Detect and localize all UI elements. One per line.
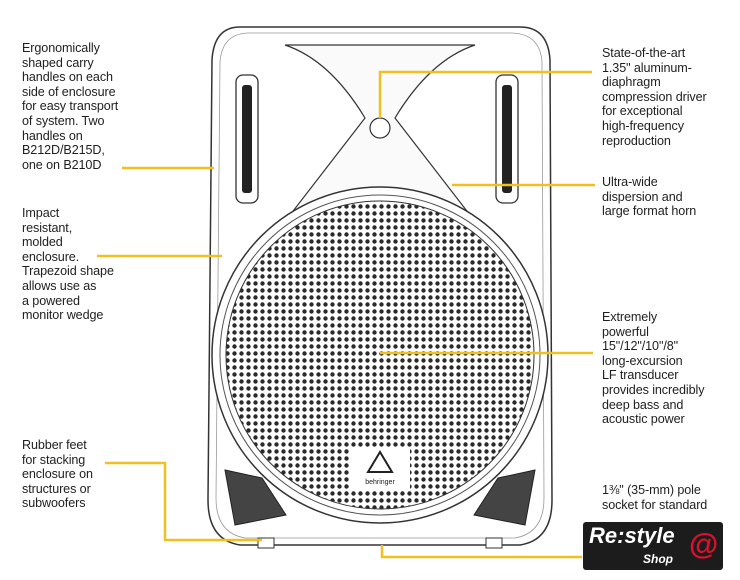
brand-badge — [350, 448, 410, 490]
callout-handles: Ergonomically shaped carry handles on ea… — [22, 41, 119, 172]
callout-driver: State-of-the-art 1.35" aluminum- diaphra… — [602, 46, 707, 148]
enclosure-inner-edge — [215, 32, 545, 539]
cart-icon: @ — [689, 528, 719, 561]
bottom-foot-left — [257, 537, 275, 549]
callout-feet: Rubber feet for stacking enclosure on st… — [22, 438, 93, 511]
compression-driver — [369, 117, 391, 139]
callout-line-feet — [105, 461, 262, 542]
logo-subtext: Shop — [643, 552, 673, 566]
callout-lines — [97, 70, 595, 559]
logo-text: Re:style — [589, 523, 675, 548]
speaker-grille — [225, 200, 535, 510]
brand-label: behringer — [365, 479, 395, 486]
callout-line-driver — [378, 70, 592, 118]
behringer-logo-icon — [366, 450, 394, 473]
callout-line-pole — [380, 545, 582, 559]
rubber-foot-left — [224, 469, 287, 526]
carry-handle-left — [235, 74, 259, 204]
callout-transducer: Extremely powerful 15"/12"/10"/8" long-e… — [602, 310, 705, 427]
bottom-foot-right — [485, 537, 503, 549]
restyle-shop-logo: Re:style Shop @ — [583, 522, 723, 570]
carry-handle-right — [495, 74, 519, 204]
callout-horn: Ultra-wide dispersion and large format h… — [602, 175, 697, 219]
callout-pole: 1⅜" (35-mm) pole socket for standard — [602, 483, 708, 512]
rubber-foot-right — [473, 469, 536, 526]
callout-enclosure: Impact resistant, molded enclosure. Trap… — [22, 206, 114, 323]
